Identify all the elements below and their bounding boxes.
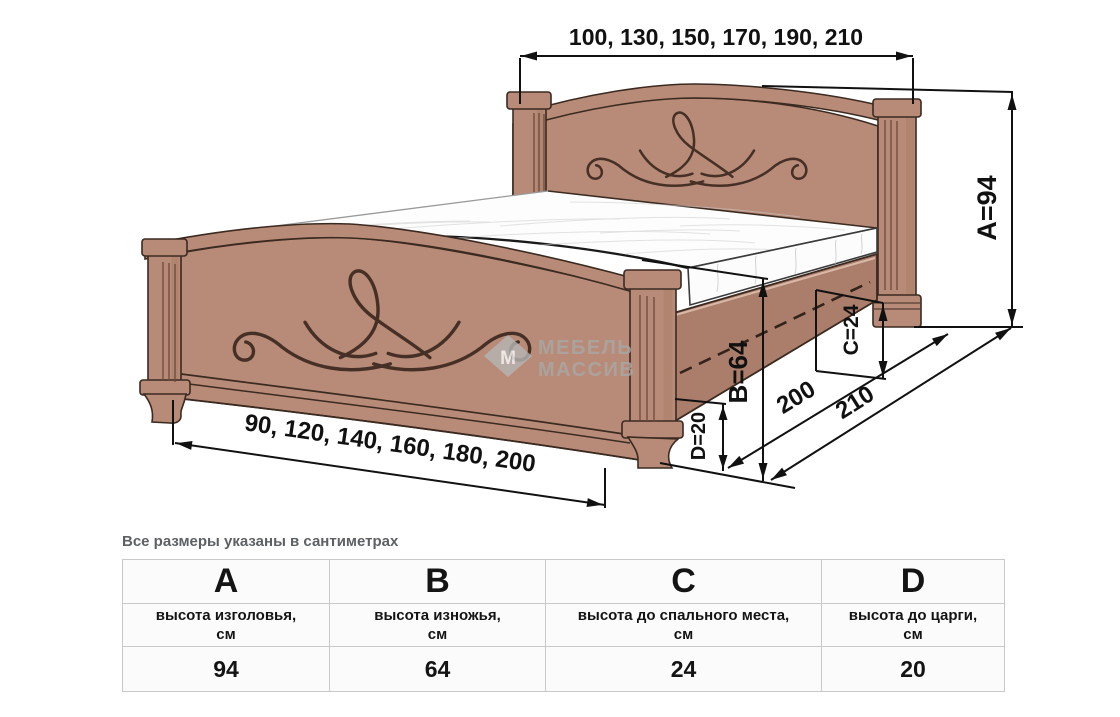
letter-b: В [329,559,546,604]
letter-d: D [821,559,1005,604]
letter-c: С [545,559,822,604]
watermark-text-1: МЕБЕЛЬ [538,337,633,359]
letter-a: А [122,559,330,604]
footboard [139,222,684,469]
dim-d-label: D=20 [688,412,710,460]
dim-210-label: 210 [831,381,879,425]
value-c: 24 [545,646,822,692]
watermark: М МЕБЕЛЬ МАССИВ [484,335,635,381]
value-a: 94 [122,646,330,692]
table-value-row: 94 64 24 20 [122,646,1005,692]
table-desc-row: высота изголовья,см высота изножья,см вы… [122,603,1005,647]
dim-bottom-width [172,400,606,508]
footboard-left-foot [139,379,191,424]
footboard-right-foot [621,420,684,469]
dim-c-label: С=24 [840,304,863,355]
dim-top-width-label: 100, 130, 150, 170, 190, 210 [569,24,863,50]
footboard-right-post [629,283,677,425]
headboard-right-post-cap [872,98,922,118]
desc-a: высота изголовья, [155,606,297,624]
side-rail [669,252,878,426]
headboard-right-foot [872,294,922,328]
watermark-text-2: МАССИВ [538,359,635,381]
mattress [189,190,878,307]
footboard-left-post-cap [141,238,188,257]
dim-d [674,398,728,471]
desc-c: высота до спального места, [577,606,790,624]
watermark-logo [484,335,532,377]
dim-length-210 [770,327,1012,481]
desc-d: высота до царги, [848,606,978,624]
rail-dashed-line [679,280,871,375]
dim-200-label: 200 [772,376,820,420]
value-b: 64 [329,646,546,692]
dimensions-table: А В С D высота изголовья,см высота изнож… [122,559,1005,692]
footboard-right-post-cap [623,269,682,290]
dim-length-200 [727,333,949,469]
units-note: Все размеры указаны в сантиметрах [122,533,399,550]
headboard-left-post-cap [506,91,552,110]
dim-c [815,289,888,380]
value-d: 20 [821,646,1005,692]
mattress-side [687,227,878,307]
table-letter-row: А В С D [122,559,1005,604]
dimensions [172,51,1023,508]
dim-top-width [519,51,914,104]
dim-a-label: А=94 [972,175,1002,240]
dim-a [761,85,1023,328]
mattress-top [190,191,877,268]
dim-b-label: В=64 [723,340,753,403]
svg-text:М: М [500,348,516,369]
desc-b: высота изножья, [374,606,501,624]
bed-dimension-diagram: М МЕБЕЛЬ МАССИВ [139,24,1023,508]
